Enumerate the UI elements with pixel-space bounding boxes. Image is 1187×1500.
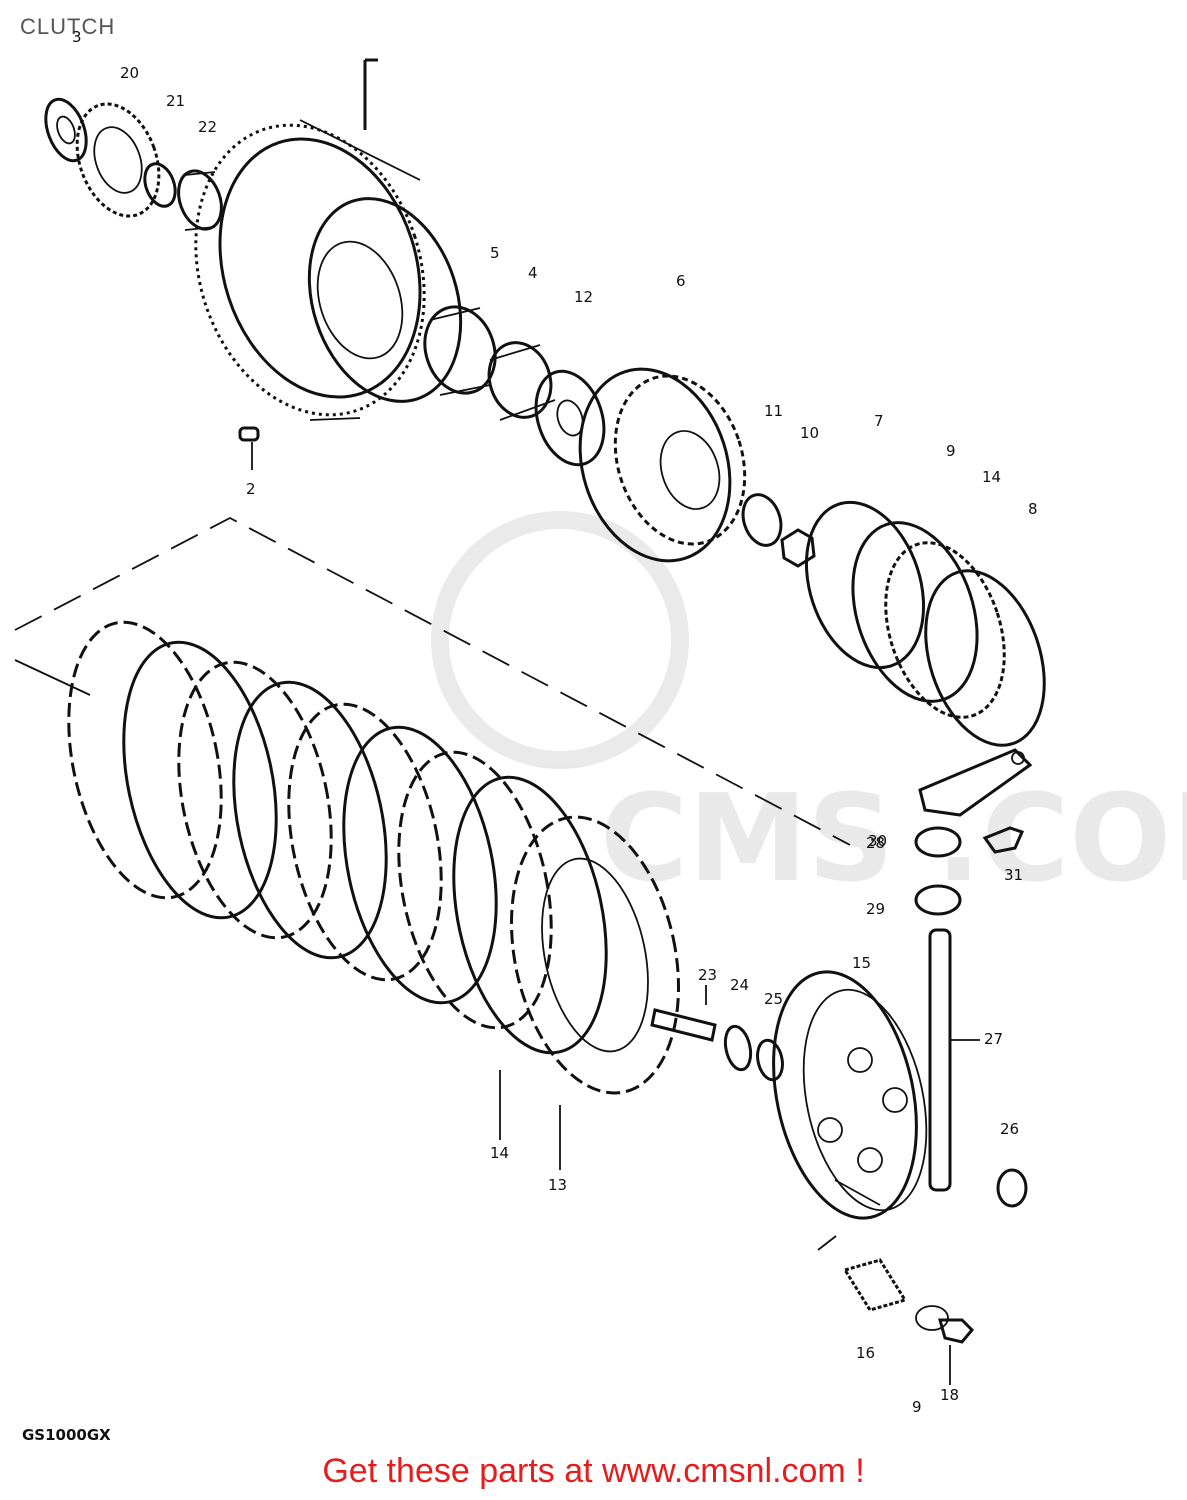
part-label: 26: [1000, 1120, 1019, 1138]
part-label: 25: [764, 990, 783, 1008]
part-nut-10: [780, 528, 816, 568]
part-seal-26: [996, 1168, 1028, 1208]
part-shaft-27: [928, 928, 980, 1192]
part-bearing-5: [423, 305, 497, 396]
part-label: 10: [800, 424, 819, 442]
part-spring-16: [842, 1258, 908, 1312]
part-label: 21: [166, 92, 185, 110]
part-rod-23: [650, 985, 717, 1042]
page-title: CLUTCH: [20, 14, 116, 39]
part-lever-30: [918, 748, 1033, 817]
part-label: 3: [72, 28, 82, 46]
part-label: 16: [856, 1344, 875, 1362]
part-clutch-hub-6: [578, 367, 747, 563]
part-label: 11: [764, 402, 783, 420]
part-oil-seal-28: [914, 826, 962, 858]
part-label: 4: [528, 264, 538, 282]
part-label: 12: [574, 288, 593, 306]
part-label: 6: [676, 272, 686, 290]
part-label: 24: [730, 976, 749, 994]
watermark-text: CMS .COM: [600, 770, 1187, 909]
part-bearing-22: [177, 169, 223, 231]
part-pressure-plate-15: [772, 970, 928, 1251]
part-gear-20: [75, 102, 161, 218]
part-label: 31: [1004, 866, 1023, 884]
watermark: CMS .COM: [431, 511, 1187, 909]
part-lock-washer-11: [741, 493, 783, 547]
part-label: 8: [1028, 500, 1038, 518]
part-washer-12: [534, 369, 606, 467]
part-label: 15: [852, 954, 871, 972]
part-pin-2: [238, 426, 260, 442]
part-ring-21: [143, 162, 177, 208]
part-label: 27: [984, 1030, 1003, 1048]
part-label: 2: [246, 480, 256, 498]
part-label: 30: [868, 832, 887, 850]
part-bearing-29: [914, 884, 962, 916]
part-label: 9: [946, 442, 956, 460]
part-ring-7: [804, 500, 926, 670]
part-label: 9: [912, 1398, 922, 1416]
part-label: 13: [548, 1176, 567, 1194]
part-plate-14-upper: [884, 541, 1006, 719]
part-ring-8: [924, 569, 1046, 747]
part-label: 7: [874, 412, 884, 430]
part-label-28: 28: [866, 834, 885, 852]
part-label: 23: [698, 966, 717, 984]
part-label: 18: [940, 1386, 959, 1404]
part-washer-3: [44, 97, 88, 163]
part-label: 5: [490, 244, 500, 262]
part-9: [851, 521, 979, 703]
part-labels: 3 20 21 22 5 4 12 6 11 10 7 9 14 8 2 30 …: [72, 28, 1038, 1416]
part-bearing-24: [723, 1024, 753, 1072]
model-code: GS1000GX: [22, 1426, 111, 1444]
part-spacer-4: [487, 341, 556, 421]
part-label: 29: [866, 900, 885, 918]
part-label: 14: [982, 468, 1001, 486]
footer-link[interactable]: Get these parts at www.cmsnl.com !: [322, 1452, 865, 1490]
part-bolt-18: [915, 1305, 975, 1385]
part-clutch-plate-stack: [14, 516, 851, 1170]
part-label: 14: [490, 1144, 509, 1162]
part-washer-25: [756, 1038, 784, 1082]
part-label: 20: [120, 64, 139, 82]
part-clutch-housing: [194, 58, 463, 421]
part-label: 22: [198, 118, 217, 136]
part-bolt-31: [982, 826, 1025, 854]
